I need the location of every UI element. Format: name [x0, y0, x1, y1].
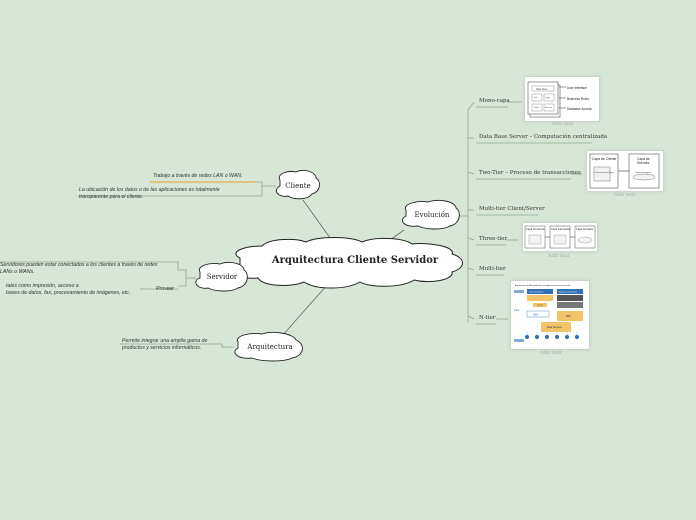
ntier-e: Web [566, 315, 572, 318]
note-ubicacion-line-1: La ubicación de los datos o de las aplic… [79, 187, 220, 193]
note-tales-line-1: tales como impresión, acceso a [6, 283, 79, 289]
evolucion-item-mono-capa[interactable]: Mono-capa [479, 98, 510, 104]
ntier-b: Business Services [559, 291, 578, 294]
three-c3: Capa de Datos [576, 227, 594, 231]
arquitectura-topic[interactable]: Arquitectura [247, 343, 293, 351]
mono-box-2: Intf [534, 96, 537, 99]
evolucion-underlines [476, 106, 592, 325]
mono-capa-diagram: User interface Business Rules Database A… [527, 81, 592, 118]
ntier-title: Arquitectura de Microsoft para sus aplic… [515, 284, 570, 287]
ntier-c: Data Services [547, 326, 563, 329]
mono-box-5: Access [545, 106, 553, 109]
mono-box-4: Data [534, 106, 539, 109]
cliente-branches [0, 181, 276, 348]
ntier-d: HTTP [537, 305, 543, 307]
note-ubicacion[interactable]: La ubicación de los datos o de las aplic… [79, 187, 220, 200]
two-right-title-1: Capa de [637, 157, 650, 161]
cliente-topic[interactable]: Cliente [285, 182, 311, 190]
three-c1: Capa de Cliente [526, 227, 545, 231]
evolucion-item-multi-tier-client-server[interactable]: Multi-tier Client/Server [479, 206, 545, 212]
caption-two-tier[interactable]: Add text [614, 192, 636, 198]
note-permite[interactable]: Permite integrar una amplia gama de prod… [122, 338, 207, 351]
central-cloud [233, 237, 463, 289]
evolucion-item-n-tier[interactable]: N-tier [479, 315, 496, 321]
evolucion-item-two-tier[interactable]: Two-Tier – Proceso de transacciones [479, 170, 581, 176]
note-permite-line-2: productos y servicios informáticos. [122, 344, 202, 351]
image-n-tier[interactable]: Arquitectura de Microsoft para sus aplic… [510, 280, 590, 350]
servidor-topic[interactable]: Servidor [206, 273, 238, 281]
note-conectados[interactable]: Servidores pueden estar conectados a los… [0, 262, 157, 275]
two-tier-diagram: Capa de Cliente Presentación y lógica Ca… [589, 153, 660, 189]
mono-row-1: User interface [567, 86, 587, 90]
note-trabajo[interactable]: Trabajo a través de redes LAN o WAN. [153, 173, 243, 179]
two-left-title: Capa de Cliente [592, 157, 616, 161]
two-right-sub: Lógica de negocio [635, 172, 652, 174]
ntier-a: Client Interface [529, 291, 544, 294]
image-three-tier[interactable]: Capa de Cliente Capa intermedia Capa de … [522, 222, 598, 252]
arquitectura-cloud [234, 331, 303, 362]
servidor-cloud [195, 261, 248, 292]
note-ubicacion-line-2: transparente para el cliente. [79, 193, 144, 200]
mono-box-1: Data Store [536, 88, 548, 91]
note-proveer[interactable]: Proveer [156, 286, 175, 292]
image-two-tier[interactable]: Capa de Cliente Presentación y lógica Ca… [586, 150, 664, 192]
evolucion-item-data-base-server[interactable]: Data Base Server – Computación centraliz… [479, 134, 608, 140]
mono-row-2: Business Rules [567, 97, 589, 101]
evolucion-topic[interactable]: Evolución [414, 211, 450, 219]
ntier-f: ADO [533, 314, 538, 317]
note-conectados-line-2: LANs o WANs. [0, 268, 35, 275]
mono-row-3: Database Access [567, 107, 592, 111]
n-tier-diagram: Arquitectura de Microsoft para sus aplic… [514, 284, 583, 342]
caption-n-tier[interactable]: Add text [540, 350, 562, 356]
evolucion-branches [456, 101, 582, 322]
mono-box-3: Logic [545, 97, 551, 99]
note-permite-line-1: Permite integrar una amplia gama de [122, 338, 208, 344]
note-conectados-line-1: Servidores pueden estar conectados a los… [0, 262, 158, 268]
three-c2: Capa intermedia [551, 227, 571, 231]
two-left-sub: Presentación y lógica [595, 171, 615, 174]
caption-mono-capa[interactable]: Add text [552, 121, 574, 127]
two-right-title-2: Servidor [637, 161, 650, 165]
cliente-cloud [275, 169, 320, 200]
ntier-g: Data [514, 309, 520, 312]
image-mono-capa[interactable]: User interface Business Rules Database A… [524, 76, 600, 122]
evolucion-item-multi-tier[interactable]: Multi-tier [479, 266, 506, 272]
three-tier-diagram: Capa de Cliente Capa intermedia Capa de … [524, 225, 596, 249]
evolucion-cloud [402, 199, 460, 230]
central-topic[interactable]: Arquitectura Cliente Servidor [271, 255, 439, 266]
note-tales[interactable]: tales como impresión, acceso a bases de … [6, 283, 130, 296]
evolucion-item-three-tier[interactable]: Three-tier [479, 236, 508, 242]
caption-three-tier[interactable]: Add text [548, 253, 570, 259]
note-tales-line-2: bases de datos, fax, procesamiento de im… [6, 289, 131, 296]
